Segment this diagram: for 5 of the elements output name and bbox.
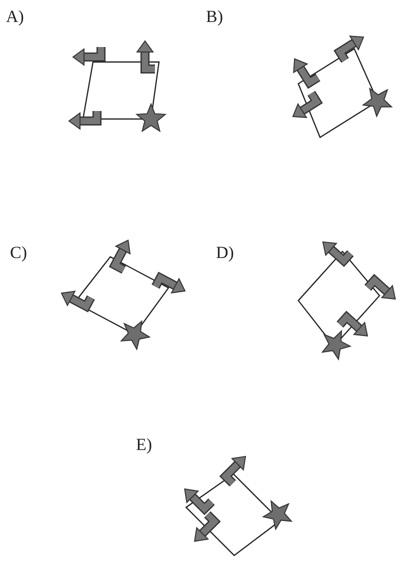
option-letter: E) [136, 436, 152, 453]
option-letter: B) [206, 8, 223, 25]
option-letter: A) [6, 8, 24, 25]
option-letter: D) [216, 244, 234, 261]
option-letter: C) [10, 244, 27, 261]
